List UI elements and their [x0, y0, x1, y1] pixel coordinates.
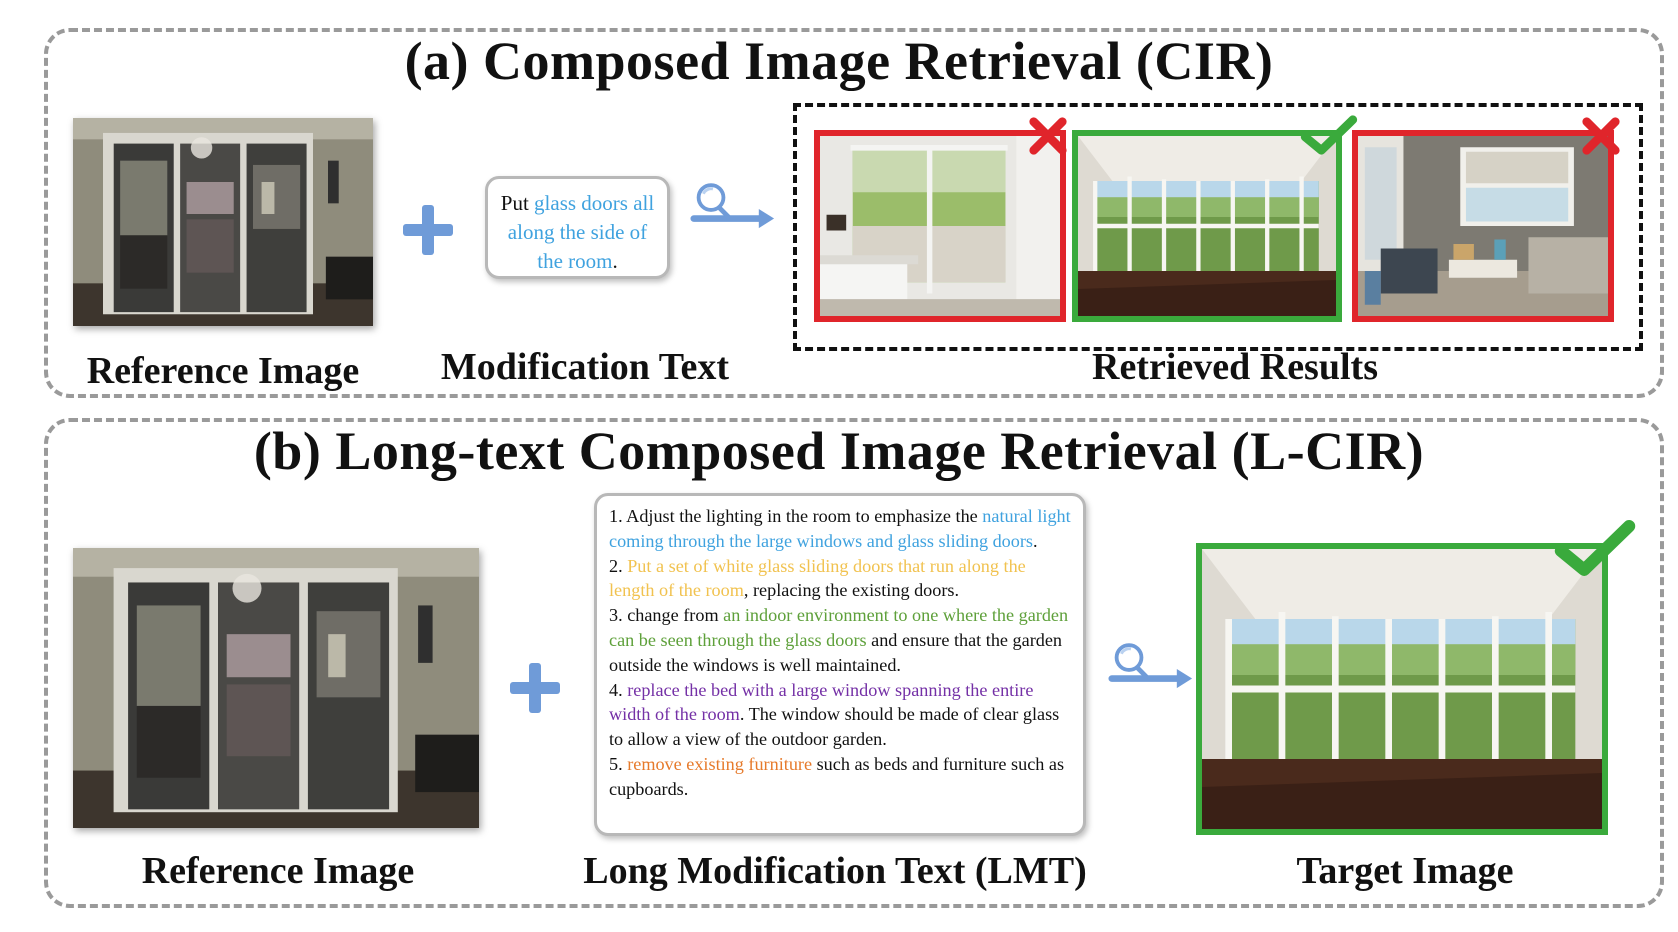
modification-text-highlight: glass doors all along the side of the ro…: [507, 191, 655, 273]
retrieved-image-3: [1358, 136, 1608, 316]
lmt-text: such as beds and furniture such as cupbo…: [609, 753, 1065, 799]
lmt-item-number: 2.: [609, 555, 623, 576]
lcir-panel: [44, 418, 1664, 908]
modification-text-box: Put glass doors all along the side of th…: [485, 176, 670, 279]
lmt-highlight-purple: replace the bed with a large window span…: [609, 679, 1034, 725]
retrieved-result-3: [1352, 130, 1614, 322]
check-icon: [1300, 114, 1358, 156]
retrieved-results-caption: Retrieved Results: [1092, 346, 1378, 388]
retrieved-result-2: [1072, 130, 1342, 322]
lmt-text: .: [1033, 530, 1038, 551]
long-modification-text-caption: Long Modification Text (LMT): [583, 850, 1087, 892]
reference-image-caption-a: Reference Image: [86, 350, 360, 392]
lmt-item-2: 2. Put a set of white glass sliding door…: [609, 554, 1071, 604]
lmt-text: change from: [622, 605, 724, 626]
modification-text-segment: Put: [500, 191, 535, 215]
cross-icon: [1027, 115, 1069, 157]
plus-icon: [510, 663, 560, 713]
target-image-caption: Target Image: [1296, 850, 1514, 892]
search-arrow-icon: [690, 180, 776, 238]
reference-image-caption-b: Reference Image: [141, 850, 415, 892]
cir-panel: [44, 28, 1664, 398]
cir-panel-title: (a) Composed Image Retrieval (CIR): [404, 31, 1274, 91]
modification-text-segment: .: [612, 249, 618, 273]
lmt-highlight-yellow: Put a set of white glass sliding doors t…: [609, 555, 1026, 601]
lmt-highlight-blue: natural light coming through the large w…: [609, 506, 1071, 551]
retrieved-image-2: [1078, 136, 1336, 316]
modification-text-caption: Modification Text: [440, 346, 730, 388]
target-image-frame: [1196, 543, 1608, 835]
lmt-highlight-orange: remove existing furniture: [627, 753, 813, 774]
lmt-item-number: 3.: [609, 605, 623, 626]
long-modification-text-box: 1. Adjust the lighting in the room to em…: [594, 493, 1086, 836]
plus-icon: [403, 205, 453, 255]
lcir-panel-title: (b) Long-text Composed Image Retrieval (…: [253, 421, 1425, 481]
check-icon: [1554, 518, 1636, 578]
reference-image-a: [73, 118, 373, 326]
lmt-item-number: 5.: [609, 753, 623, 774]
target-image: [1202, 549, 1602, 829]
cross-icon: [1580, 115, 1622, 157]
retrieved-result-1: [814, 130, 1066, 322]
lmt-item-number: 4.: [609, 679, 623, 700]
lmt-item-3: 3. change from an indoor environment to …: [609, 603, 1071, 677]
lmt-item-4: 4. replace the bed with a large window s…: [609, 678, 1071, 752]
retrieved-image-1: [820, 136, 1060, 316]
lmt-highlight-green: an indoor environment to one where the g…: [609, 605, 1069, 650]
lmt-item-5: 5. remove existing furniture such as bed…: [609, 752, 1071, 802]
lmt-item-1: 1. Adjust the lighting in the room to em…: [609, 504, 1071, 554]
retrieved-results-box: [793, 103, 1643, 351]
lmt-text: and ensure that the garden outside the w…: [609, 629, 1063, 675]
lmt-text: , replacing the existing doors.: [743, 580, 960, 601]
reference-image-b: [73, 548, 479, 828]
lmt-text: Adjust the lighting in the room to empha…: [622, 506, 983, 526]
lmt-item-number: 1.: [609, 506, 623, 526]
lmt-text: . The window should be made of clear gla…: [609, 704, 1060, 750]
search-arrow-icon: [1108, 640, 1194, 698]
